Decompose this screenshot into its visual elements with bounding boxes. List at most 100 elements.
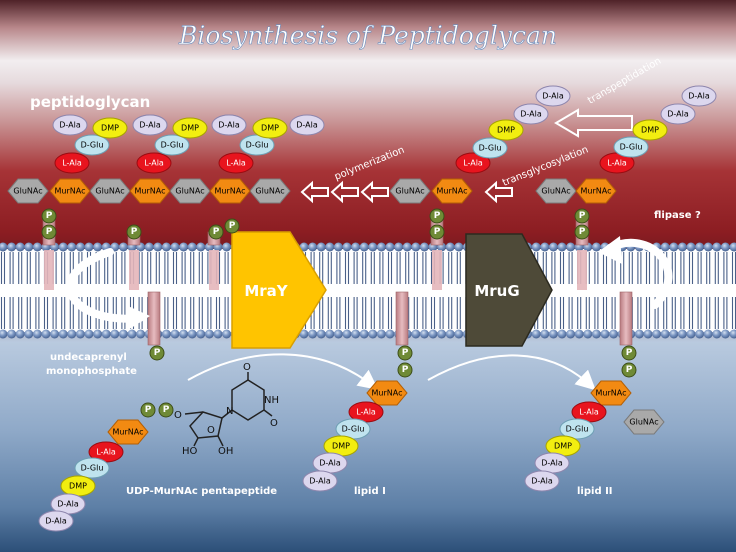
phosphate-label: P xyxy=(154,348,161,358)
glucnac-hexagon xyxy=(249,178,291,204)
lipid-head xyxy=(729,242,736,252)
phosphate-label: P xyxy=(579,227,586,237)
transpeptidation-arrow xyxy=(554,108,633,138)
ribose-o-link: O xyxy=(174,410,182,421)
dmp-residue xyxy=(632,119,668,141)
dala-label: D-Ala xyxy=(541,459,563,468)
dala-residue xyxy=(211,114,247,136)
carrier-pillar-inner xyxy=(209,250,219,290)
lala-label: L-Ala xyxy=(356,408,376,417)
lipid-head xyxy=(660,329,670,339)
dmp-residue xyxy=(92,117,128,139)
dala-label: D-Ala xyxy=(531,477,553,486)
diagram-title: Biosynthesis of Peptidoglycan xyxy=(178,21,557,50)
phosphate-label: P xyxy=(213,227,220,237)
phosphate xyxy=(140,402,156,418)
lipid-head xyxy=(540,329,550,339)
carrier-pillar-inner xyxy=(577,250,587,290)
dala-label: D-Ala xyxy=(319,459,341,468)
lipid-head xyxy=(144,242,154,252)
lipid-head xyxy=(351,329,361,339)
uracil-o-bottom: O xyxy=(270,418,278,429)
dala-residue xyxy=(660,103,696,125)
process-arrows xyxy=(66,236,673,391)
lipid-head xyxy=(531,329,541,339)
phosphate xyxy=(41,224,57,240)
lipid-head xyxy=(196,242,206,252)
lipid-head xyxy=(609,329,619,339)
undecaprenyl-label: undecaprenyl xyxy=(50,352,127,363)
lipid-head xyxy=(445,329,455,339)
dmp-label: DMP xyxy=(497,126,515,135)
lipid-i-label: lipid I xyxy=(354,486,386,497)
lipid-head xyxy=(179,242,189,252)
lipid-head xyxy=(15,329,25,339)
lipid-head xyxy=(32,242,42,252)
lipid-head xyxy=(325,329,335,339)
lala-label: L-Ala xyxy=(144,159,164,168)
glycosidic-bond xyxy=(221,409,233,419)
lipid-head xyxy=(368,329,378,339)
lipid-head xyxy=(652,329,662,339)
mrug-enzyme: MruG xyxy=(465,233,553,347)
dglu-label: D-Glu xyxy=(81,141,104,150)
transpeptidation-arrow-shape xyxy=(554,108,633,138)
lipid-head xyxy=(540,242,550,252)
lipid-head xyxy=(93,329,103,339)
lipid-head xyxy=(325,242,335,252)
ho-label: HO xyxy=(182,446,198,457)
dglu-residue xyxy=(74,134,110,156)
recycle-arrow xyxy=(66,248,144,323)
lipid-head xyxy=(376,242,386,252)
murnac-label: MurNAc xyxy=(372,389,403,398)
dglu-residue xyxy=(154,134,190,156)
arrow-to-lipid-i xyxy=(187,353,379,390)
flipase-arrow-head xyxy=(598,236,622,264)
phosphate-label: P xyxy=(434,211,441,221)
lipid-head xyxy=(136,329,146,339)
glucnac-hexagon xyxy=(623,409,665,435)
murnac-hexagon xyxy=(129,178,171,204)
lipid-head xyxy=(41,329,51,339)
lipid-head xyxy=(204,329,214,339)
dmp-label: DMP xyxy=(641,126,659,135)
uracil-n: N xyxy=(226,406,233,417)
lipid-head xyxy=(660,242,670,252)
lipid-head xyxy=(703,242,713,252)
dmp-residue xyxy=(488,119,524,141)
carrier-pillar xyxy=(619,291,633,346)
lipid-head xyxy=(50,329,60,339)
lipid-head xyxy=(359,242,369,252)
lipid-head xyxy=(437,329,447,339)
lipid-head xyxy=(411,242,421,252)
dglu-label: D-Glu xyxy=(479,144,502,153)
phosphate-label: P xyxy=(402,348,409,358)
dmp-label: DMP xyxy=(261,124,279,133)
lipid-head xyxy=(419,242,429,252)
phosphate xyxy=(149,345,165,361)
lipid-head xyxy=(720,242,730,252)
lala-residue xyxy=(54,152,90,174)
lala-residue xyxy=(218,152,254,174)
lipid-head xyxy=(591,329,601,339)
lipid-head xyxy=(591,242,601,252)
dala-label: D-Ala xyxy=(667,110,689,119)
phosphate xyxy=(621,345,637,361)
lipid-head xyxy=(419,329,429,339)
glucnac-label: GluNAc xyxy=(629,418,658,427)
dala-label: D-Ala xyxy=(59,121,81,130)
dala-label: D-Ala xyxy=(45,517,67,526)
polymerization-arrow xyxy=(360,180,389,204)
murnac-label: MurNAc xyxy=(596,389,627,398)
glucnac-label: GluNAc xyxy=(95,187,124,196)
dglu-label: D-Glu xyxy=(342,425,365,434)
dmp-label: DMP xyxy=(101,124,119,133)
dglu-label: D-Glu xyxy=(566,425,589,434)
lipid-head xyxy=(110,329,120,339)
lipid-head xyxy=(153,242,163,252)
phosphate-label: P xyxy=(434,227,441,237)
uracil-ring xyxy=(231,379,265,421)
mray-shape xyxy=(231,231,327,349)
dmp-label: DMP xyxy=(69,482,87,491)
phosphate xyxy=(621,362,637,378)
